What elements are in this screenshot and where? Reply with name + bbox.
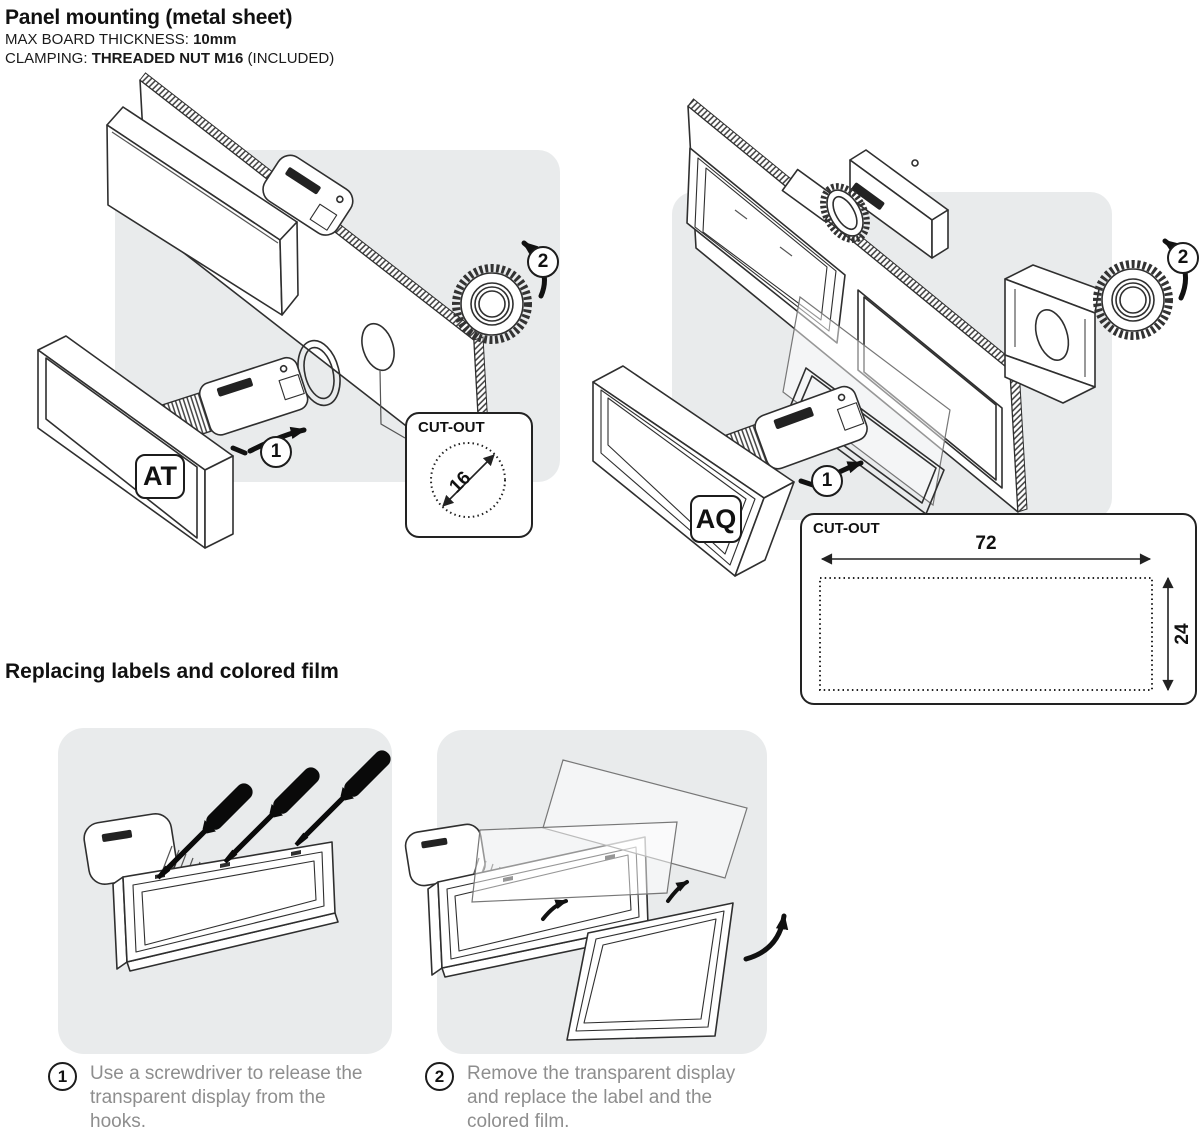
spec-label: CLAMPING: (5, 50, 92, 67)
connector-notch (278, 373, 305, 401)
mounted-bezel-frame (686, 147, 846, 344)
cutout-rect-drawing: 72 24 (819, 533, 1193, 692)
lift-arrow-icon (541, 899, 569, 921)
diagram-at-exploded (37, 72, 560, 549)
brand-mark (101, 829, 133, 842)
transparent-display-sheet (782, 295, 951, 507)
badge-number: 2 (1177, 247, 1189, 268)
step-1-badge-at: 1 (260, 436, 292, 468)
cutout-title: CUT-OUT (813, 520, 880, 537)
step-1-badge: 1 (48, 1062, 77, 1091)
page-header: Panel mounting (metal sheet) MAX BOARD T… (5, 6, 334, 68)
step-2-text: Remove the transparent display and repla… (467, 1063, 736, 1132)
section-title-replacing: Replacing labels and colored film (5, 660, 339, 683)
badge-number: 1 (270, 441, 282, 462)
colored-film-sheet (471, 821, 678, 903)
nut-knurling (1093, 260, 1173, 340)
badge-number: 2 (537, 251, 549, 272)
model-label: AT (143, 461, 177, 491)
nut-knurling (452, 264, 532, 344)
screwdriver-icon (223, 767, 320, 864)
hook (220, 862, 230, 868)
indicator-body-rear (106, 106, 299, 316)
hook (291, 850, 301, 856)
transparent-display-frame (566, 902, 734, 1041)
clamp-bracket (1004, 264, 1100, 404)
badge-number: 1 (57, 1066, 68, 1086)
threaded-nut (1093, 260, 1173, 340)
brand-mark (216, 377, 253, 397)
cutout-rectangle (819, 577, 1153, 691)
nut-on-barrel (820, 183, 870, 243)
illustration-replace-film (404, 730, 789, 1054)
aq-body-side (734, 481, 795, 577)
spec-value: 10mm (193, 31, 237, 48)
screwdriver-icon (294, 750, 391, 847)
model-tag-aq: AQ (690, 495, 742, 543)
diagram-aq-exploded (592, 98, 1189, 577)
spec-label: MAX BOARD THICKNESS: (5, 31, 194, 48)
panel-hole (361, 322, 395, 372)
brand-mark (773, 407, 814, 429)
spec-value: THREADED NUT M16 (91, 50, 244, 67)
at-body-end (204, 455, 234, 549)
spec-board-thickness: MAX BOARD THICKNESS: 10mm (5, 30, 334, 49)
step-caption-1: 1 Use a screwdriver to release the trans… (48, 1062, 386, 1134)
spec-clamping: CLAMPING: THREADED NUT M16 (INCLUDED) (5, 49, 334, 68)
step-caption-2: 2 Remove the transparent display and rep… (425, 1062, 763, 1134)
step-1-badge-aq: 1 (811, 465, 843, 497)
step-2-badge-at: 2 (527, 246, 559, 278)
page-title: Panel mounting (metal sheet) (5, 6, 293, 29)
brand-mark (285, 167, 321, 195)
spec-suffix: (INCLUDED) (243, 50, 335, 67)
cutout-card-at: CUT-OUT 16 (405, 412, 533, 538)
brand-mark (851, 182, 885, 210)
connector-notch (309, 203, 338, 231)
indicator-device (83, 812, 339, 972)
step-2-badge: 2 (425, 1062, 454, 1091)
lift-arrow-icon (666, 880, 689, 903)
illustration-release-display (58, 728, 392, 1054)
step-1-text: Use a screwdriver to release the transpa… (90, 1063, 363, 1132)
width-value: 72 (975, 533, 996, 554)
badge-number: 2 (434, 1066, 445, 1086)
connector-notch (836, 402, 865, 431)
cutout-circle (430, 442, 506, 518)
cutout-leader-line (379, 369, 406, 439)
badge-number: 1 (821, 470, 833, 491)
model-label: AQ (695, 503, 737, 534)
remove-arrow-icon (743, 913, 789, 962)
brand-mark (421, 837, 448, 849)
indicator-barrel-end (262, 154, 354, 236)
diameter-dimension-arrow (442, 454, 495, 507)
threaded-nut (452, 264, 532, 344)
model-tag-at: AT (135, 454, 185, 499)
label-sheet (542, 759, 748, 879)
indicator-body-rear (781, 149, 949, 259)
clamp-hole (1034, 309, 1070, 361)
screwdriver-icon (156, 783, 253, 880)
cutout-circle-drawing: 16 (430, 442, 506, 518)
cutout-title: CUT-OUT (418, 419, 485, 436)
step-2-badge-aq: 2 (1167, 242, 1199, 274)
cutout-card-aq: CUT-OUT 72 24 (800, 513, 1197, 705)
height-value: 24 (1172, 623, 1193, 645)
diameter-value: 16 (445, 467, 475, 497)
